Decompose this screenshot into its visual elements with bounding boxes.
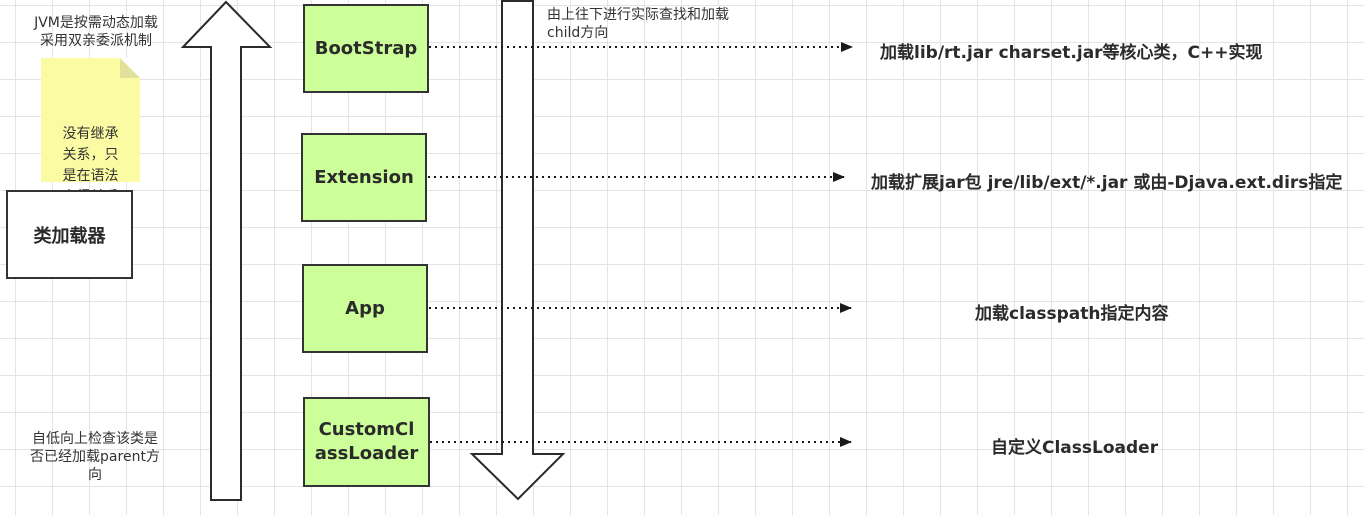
app-loader-label: App <box>345 297 385 319</box>
sticky-note: 没有继承 关系，只 是在语法 上得关系 <box>41 58 140 205</box>
bootstrap-loader-box: BootStrap <box>303 4 429 93</box>
extension-description: 加载扩展jar包 jre/lib/ext/*.jar 或由-Djava.ext.… <box>871 173 1343 193</box>
app-loader-box: App <box>302 264 428 353</box>
top-down-caption: 由上往下进行实际查找和加载 child方向 <box>547 7 729 41</box>
bottom-up-caption: 自低向上检查该类是 否已经加载parent方 向 <box>30 431 160 483</box>
note-fold-corner <box>120 58 140 78</box>
custom-loader-label: CustomCl assLoader <box>314 419 419 464</box>
class-loader-label: 类加载器 <box>33 225 106 247</box>
jvm-note-text: JVM是按需动态加载 采用双亲委派机制 <box>34 15 158 49</box>
bootstrap-loader-label: BootStrap <box>314 37 418 59</box>
app-description: 加载classpath指定内容 <box>975 304 1169 324</box>
custom-description: 自定义ClassLoader <box>991 438 1159 458</box>
class-loader-box: 类加载器 <box>6 190 133 279</box>
bootstrap-description: 加载lib/rt.jar charset.jar等核心类，C++实现 <box>880 43 1263 63</box>
extension-loader-label: Extension <box>314 166 414 188</box>
custom-loader-box: CustomCl assLoader <box>303 397 430 487</box>
up-arrow <box>180 0 273 501</box>
extension-loader-box: Extension <box>301 133 427 222</box>
down-arrow <box>469 0 566 501</box>
